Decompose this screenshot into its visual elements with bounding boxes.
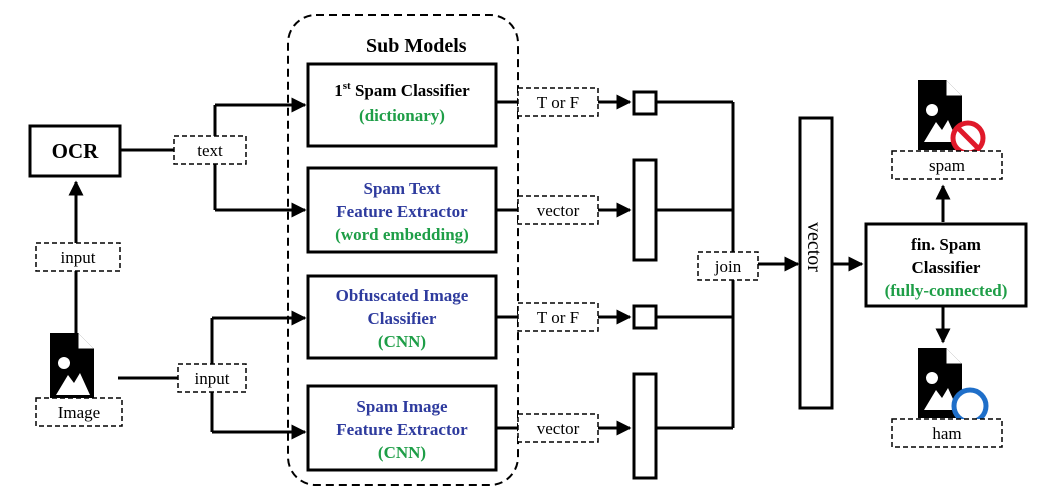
ocr-label: OCR (52, 139, 100, 163)
image-input-edge-label-box (177, 363, 247, 393)
sub-model-3-line2: Classifier (368, 309, 437, 328)
sub-model-1-title: 1st Spam Classifier (334, 80, 470, 100)
sub-model-spam-image-feature-extractor: Spam Image Feature Extractor (CNN) (306, 384, 498, 472)
bool-output-node-1 (632, 90, 658, 116)
sub-model-2-line1: Spam Text (364, 179, 441, 198)
final-classifier-line1: fin. Spam (911, 235, 981, 254)
out2-label-box (517, 195, 599, 225)
final-spam-classifier: fin. Spam Classifier (fully-connected) (864, 222, 1028, 308)
sub-model-3-line1: Obfuscated Image (336, 286, 469, 305)
input-to-ocr-label: input (61, 248, 96, 267)
sub-model-spam-text-feature-extractor: Spam Text Feature Extractor (word embedd… (306, 166, 498, 254)
out3-label-box (517, 302, 599, 332)
join-label: join (714, 257, 742, 276)
prohibited-icon (950, 120, 986, 156)
input-to-ocr-label-box (35, 242, 121, 272)
bool-output-node-2 (632, 304, 658, 330)
image-input-edge-label: input (195, 369, 230, 388)
sub-model-1-method: (dictionary) (359, 106, 445, 125)
sub-models-title: Sub Models (366, 35, 467, 57)
sub-model-4-method: (CNN) (378, 443, 426, 462)
join-label-box (697, 251, 759, 281)
text-edge-label: text (197, 141, 223, 160)
sub-model-obfuscated-image-classifier: Obfuscated Image Classifier (CNN) (306, 274, 498, 360)
sub-model-1st-spam-classifier: 1st Spam Classifier (dictionary) (306, 62, 498, 148)
out2-label: vector (537, 201, 580, 220)
final-classifier-method: (fully-connected) (885, 281, 1008, 300)
joined-vector-box (798, 116, 834, 410)
image-label-box (35, 397, 123, 427)
out4-label: vector (537, 419, 580, 438)
input-image-icon (49, 332, 95, 404)
vector-output-node-2 (632, 372, 658, 480)
out4-label-box (517, 413, 599, 443)
sub-model-3-method: (CNN) (378, 332, 426, 351)
ok-circle-icon (951, 387, 989, 425)
ham-label: ham (932, 424, 961, 443)
out3-label: T or F (537, 308, 579, 327)
joined-vector-label: vector (803, 222, 825, 272)
spam-label: spam (929, 156, 965, 175)
sub-model-2-method: (word embedding) (335, 225, 469, 244)
out1-label-box (517, 87, 599, 117)
sub-model-4-line2: Feature Extractor (336, 420, 468, 439)
ham-label-box (891, 418, 1003, 448)
text-edge-label-box (173, 135, 247, 165)
final-classifier-line2: Classifier (912, 258, 981, 277)
sub-model-2-line2: Feature Extractor (336, 202, 468, 221)
out1-label: T or F (537, 93, 579, 112)
ocr-box (28, 124, 122, 178)
vector-output-node-1 (632, 158, 658, 262)
image-label: Image (58, 403, 100, 422)
spam-label-box (891, 150, 1003, 180)
sub-model-4-line1: Spam Image (356, 397, 448, 416)
